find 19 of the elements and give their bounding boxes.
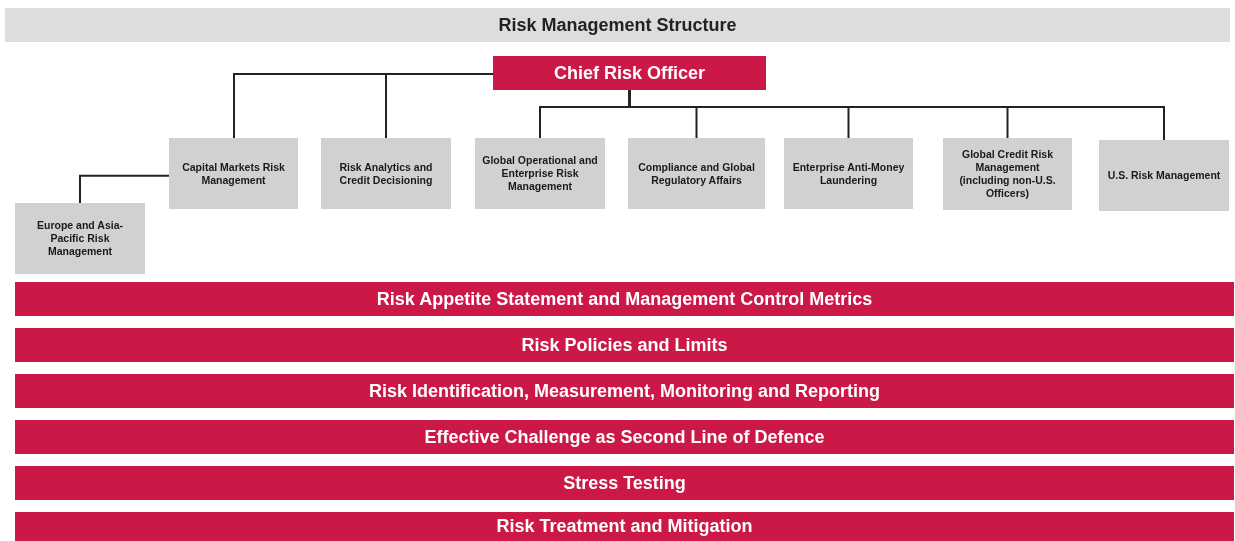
department-box: Global Operational and Enterprise Risk Management — [475, 138, 605, 209]
function-band: Risk Treatment and Mitigation — [15, 512, 1234, 541]
department-box: Compliance and Global Regulatory Affairs — [628, 138, 765, 209]
function-band: Risk Identification, Measurement, Monitoring and Reporting — [15, 374, 1234, 408]
department-box: Risk Analytics and Credit Decisioning — [321, 138, 451, 209]
function-band: Risk Policies and Limits — [15, 328, 1234, 362]
title-banner: Risk Management Structure — [5, 8, 1230, 42]
role-box: Chief Risk Officer — [493, 56, 766, 90]
function-band: Stress Testing — [15, 466, 1234, 500]
department-box: Europe and Asia-Pacific Risk Management — [15, 203, 145, 274]
department-box: Global Credit Risk Management (including non-U.S. Officers) — [943, 138, 1072, 210]
department-box: Enterprise Anti-Money Laundering — [784, 138, 913, 209]
connector-line — [628, 89, 1165, 141]
department-box: Capital Markets Risk Management — [169, 138, 298, 209]
department-box: U.S. Risk Management — [1099, 140, 1229, 211]
connector-line — [79, 174, 170, 204]
function-band: Effective Challenge as Second Line of Defence — [15, 420, 1234, 454]
function-band: Risk Appetite Statement and Management Control Metrics — [15, 282, 1234, 316]
connector-line — [385, 73, 494, 139]
